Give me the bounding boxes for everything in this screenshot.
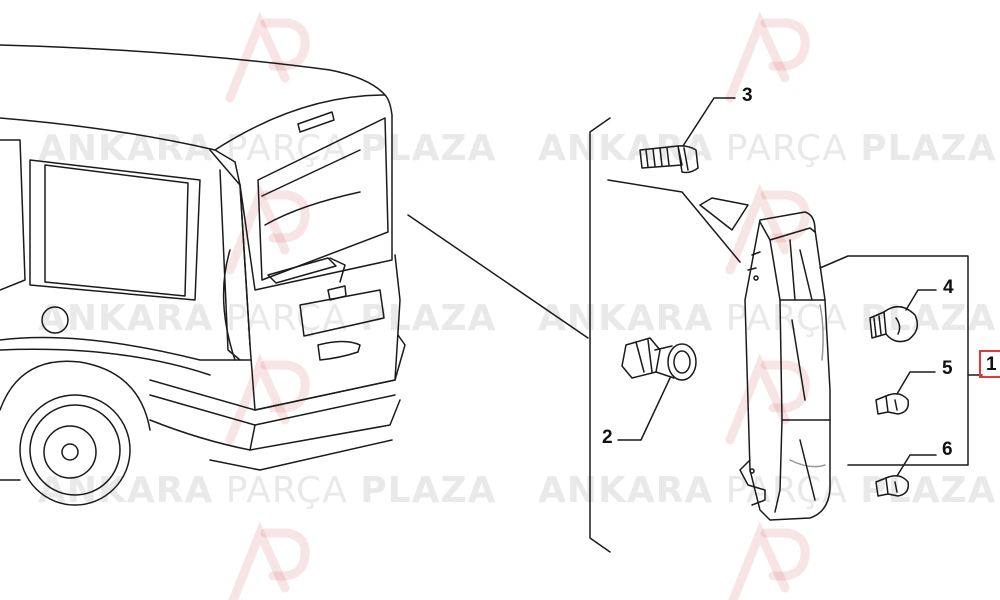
watermark-logo-icon [725,353,810,445]
watermark-logo-icon [225,353,310,445]
bulb-part-6 [875,475,910,497]
leader-arrow [699,197,749,231]
group-bracket [819,255,969,466]
watermark-logo-icon [225,183,310,275]
leader-line-5 [896,371,936,395]
leader-line [407,214,589,339]
callout-6: 6 [942,439,953,460]
leader-line-6 [896,454,937,477]
bulb-part-4 [869,306,919,343]
nut-part [621,337,697,381]
watermark-logo-icon [725,11,810,103]
tail-lamp-part [739,211,831,521]
assembly-bracket [589,117,611,553]
bulb-part-5 [875,393,910,415]
leader-line-3 [682,97,736,147]
callout-3: 3 [742,85,753,106]
callout-4: 4 [943,277,954,298]
callout-1-highlighted[interactable]: 1 [979,350,1000,378]
watermark-logo-icon [228,521,310,600]
leader-line-4 [905,289,937,311]
leader-line-2 [617,377,671,441]
watermark-logo-icon [225,11,310,103]
watermark-logo-icon [728,521,810,600]
bolt-part [639,145,699,174]
callout-2: 2 [602,427,613,448]
leader-line [607,179,741,263]
callout-5: 5 [942,358,953,379]
van-rear-illustration [0,44,406,506]
watermark-logo-icon [725,183,810,275]
